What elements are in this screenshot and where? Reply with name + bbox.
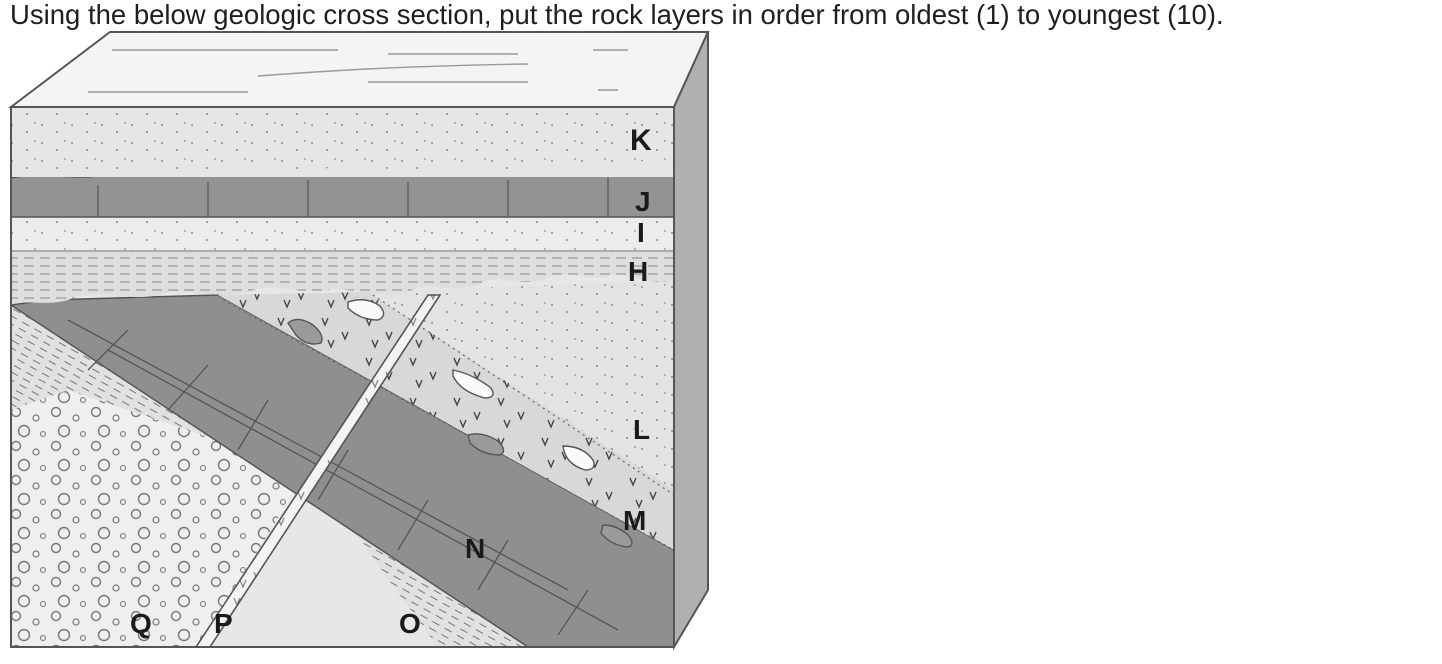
- label-p: P: [214, 608, 233, 639]
- label-i: I: [637, 217, 645, 248]
- geologic-cross-section-diagram: K J I H L M N O P Q: [8, 31, 710, 651]
- label-n: N: [465, 533, 485, 564]
- label-q: Q: [130, 608, 152, 639]
- layer-labels: K J I H L M N O P Q: [130, 124, 652, 639]
- label-j: J: [635, 186, 651, 217]
- label-k: K: [630, 124, 652, 157]
- question-text: Using the below geologic cross section, …: [10, 0, 1224, 30]
- label-m: M: [623, 505, 646, 536]
- block-side-face: [673, 31, 709, 651]
- label-o: O: [399, 608, 421, 639]
- label-h: H: [628, 256, 648, 287]
- label-l: L: [633, 414, 650, 445]
- inclusion-clasts: [287, 318, 633, 548]
